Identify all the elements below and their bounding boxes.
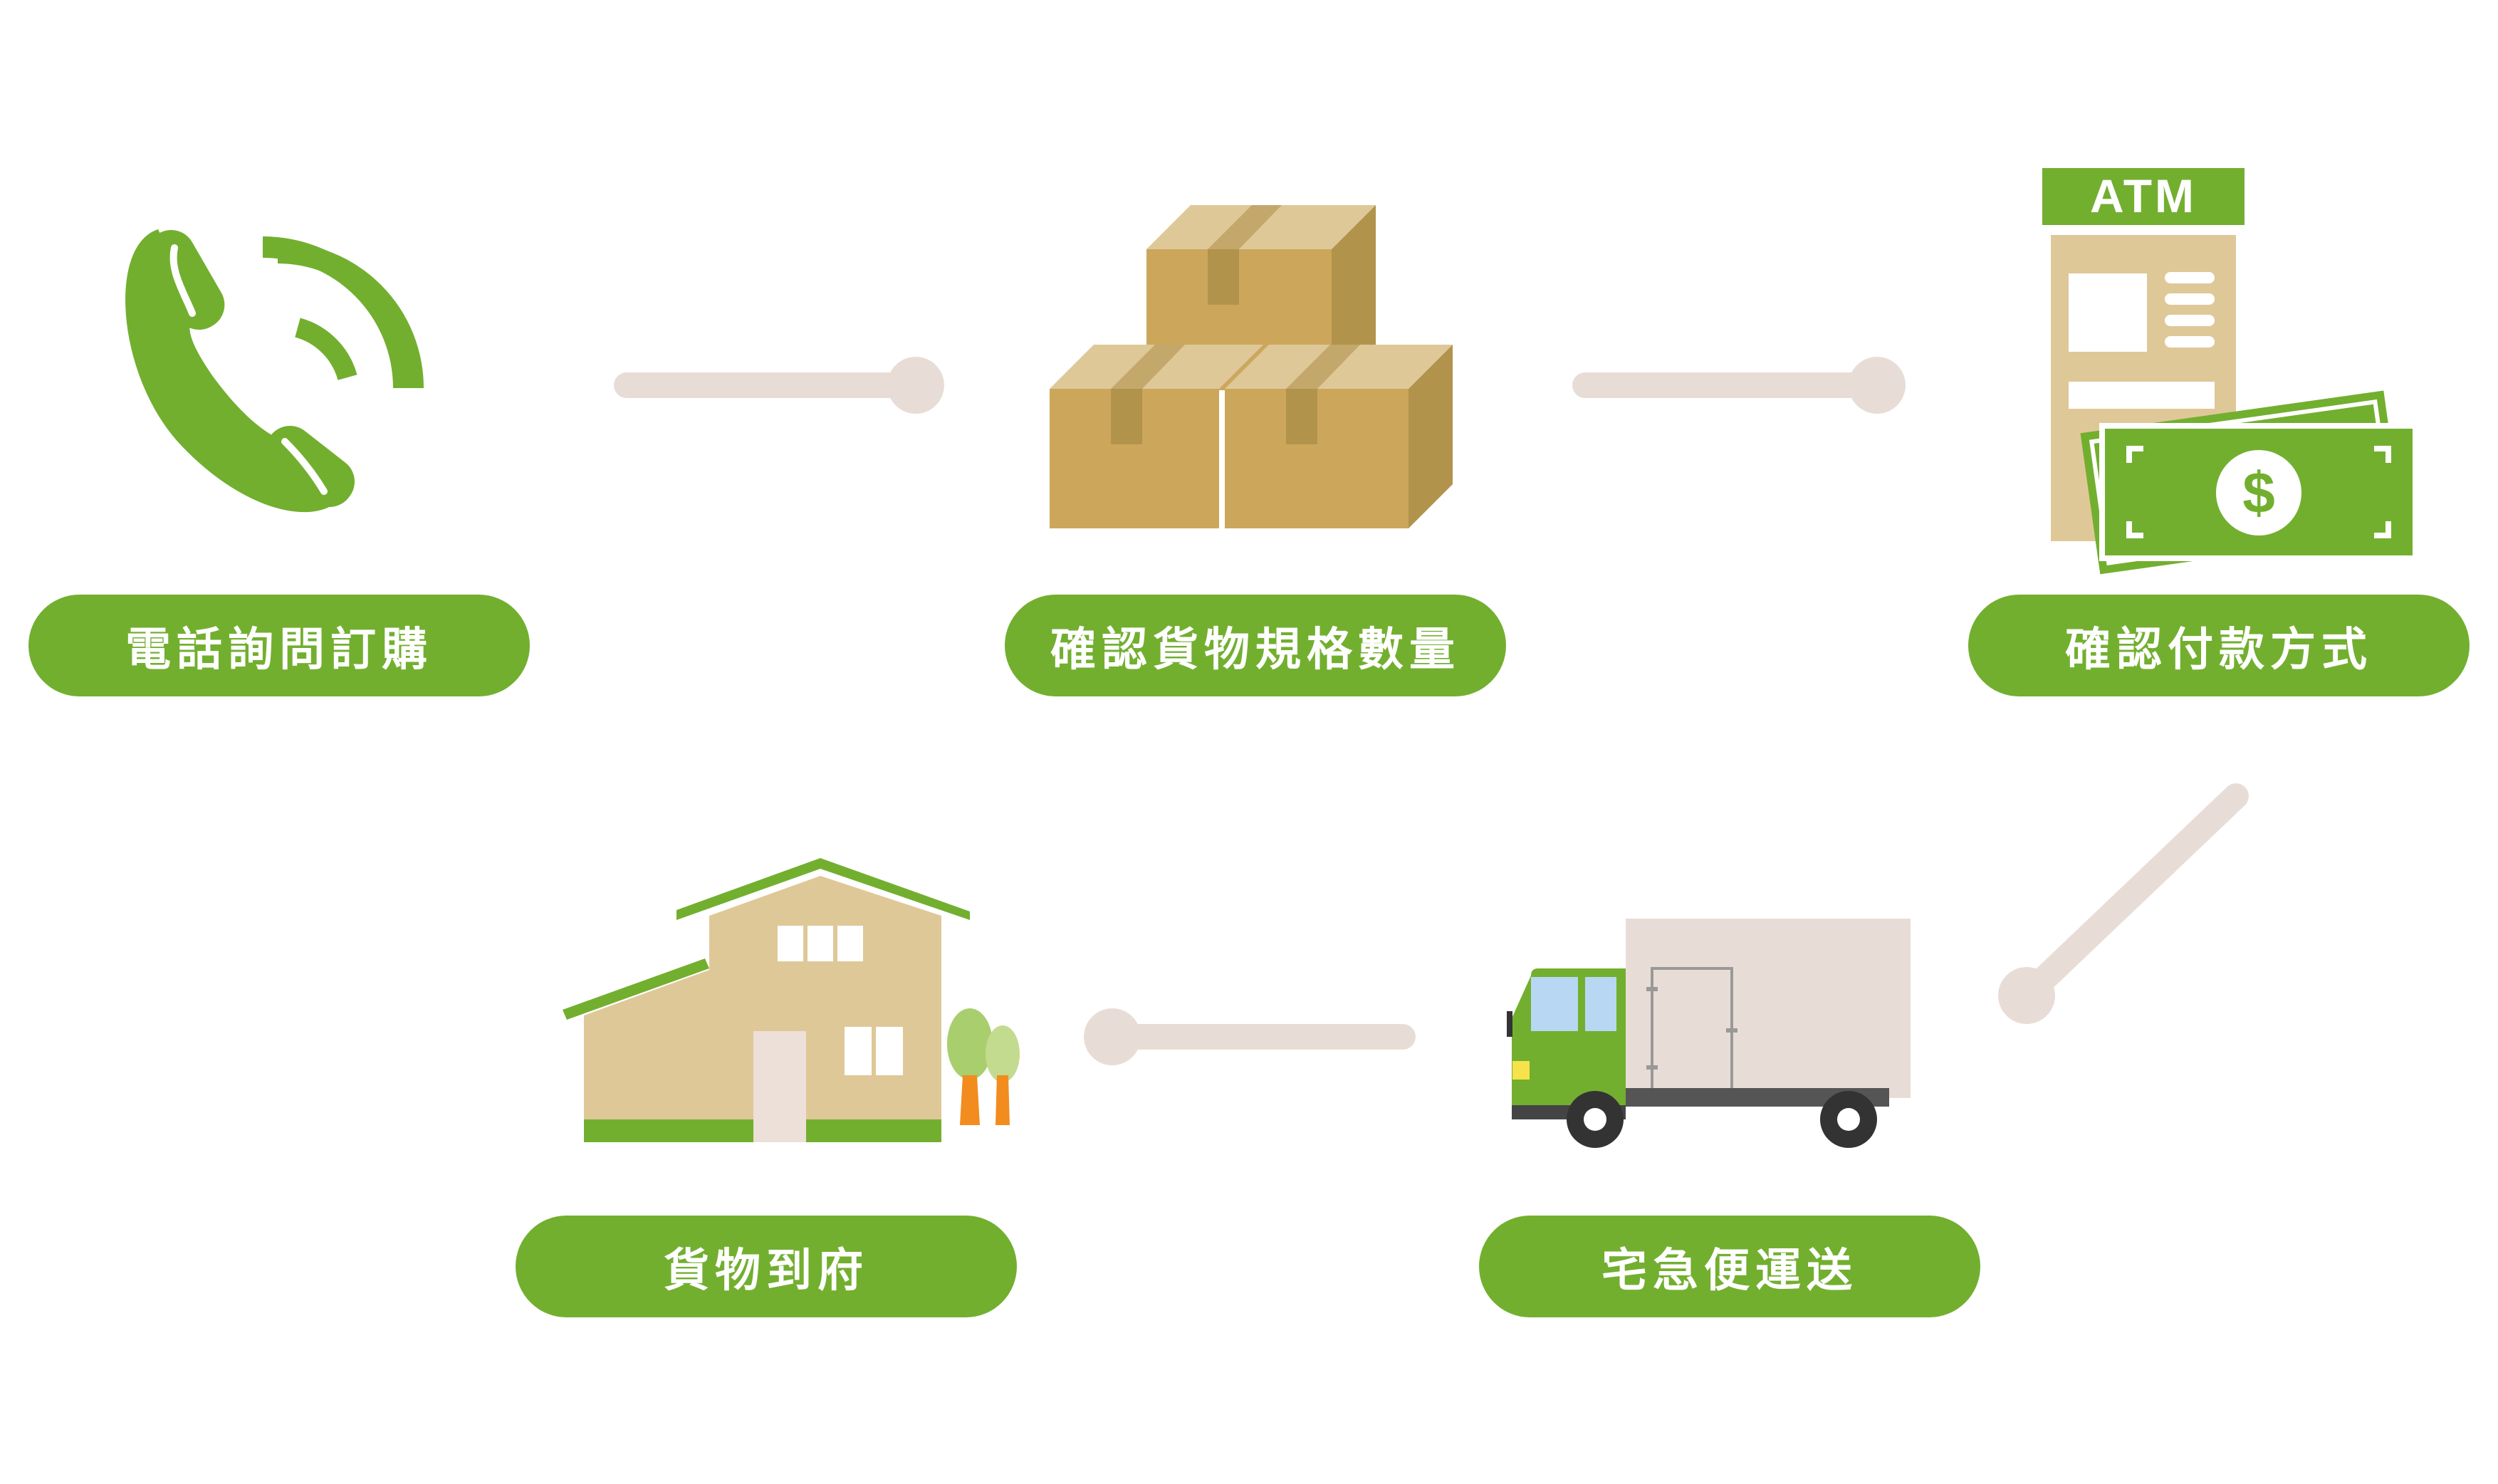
atm-label: ATM [2090,169,2197,222]
connector-step2-to-step3 [1572,357,1906,414]
phone-icon [125,229,424,513]
atm-header [2042,168,2244,225]
atm-cash-icon: ATM $ [2042,168,2418,575]
step-label-confirm-specs: 確認貨物規格數量 [1005,595,1506,696]
step-label-delivered-home: 貨物到府 [516,1216,1017,1317]
connector-step1-to-step2 [614,357,944,414]
connector-step3-to-step5 [1998,783,2249,1024]
step-label-confirm-payment: 確認付款方式 [1968,595,2470,696]
boxes-icon [1050,205,1453,528]
dollar-symbol: $ [2242,461,2275,526]
house-icon [563,858,1020,1142]
truck-icon [1507,919,1911,1148]
step-label-courier-shipping: 宅急便運送 [1479,1216,1980,1317]
step-label-phone-order: 電話詢問訂購 [28,595,530,696]
connector-step5-to-step4 [1084,1008,1416,1065]
